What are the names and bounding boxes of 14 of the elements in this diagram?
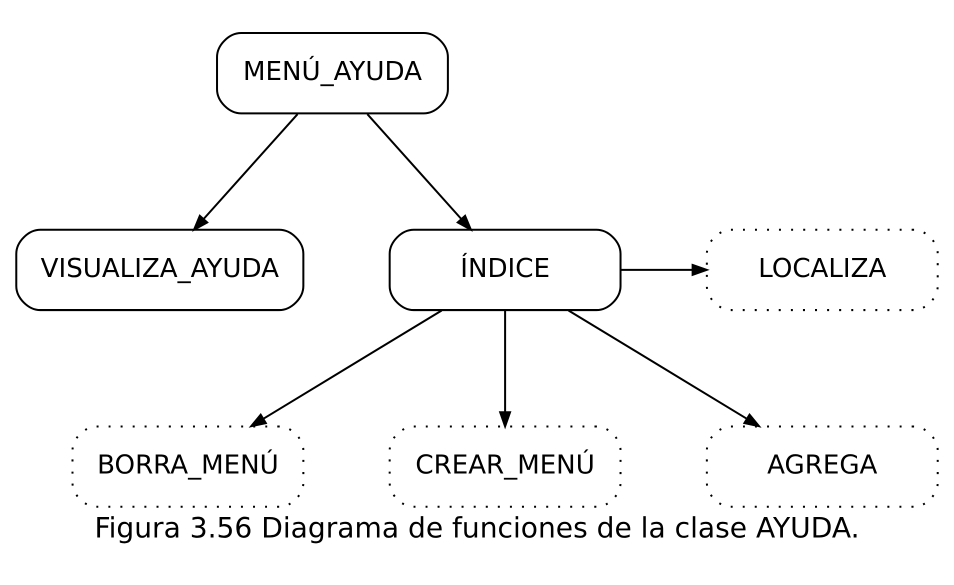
arrow — [192, 113, 298, 232]
arrow — [568, 309, 762, 428]
node-box: VISUALIZA_AYUDA — [15, 228, 304, 311]
node-box: MENÚ_AYUDA — [216, 32, 449, 114]
caption: Figura 3.56 Diagrama de funciones de la clase AYUDA. — [94, 510, 860, 544]
arrow — [366, 113, 473, 232]
node-box: BORRA_MENÚ — [71, 425, 304, 508]
node-box: CREAR_MENÚ — [388, 425, 622, 508]
node-box: AGREGA — [706, 425, 939, 508]
arrow — [498, 310, 512, 429]
arrow — [248, 309, 442, 428]
node-box: ÍNDICE — [388, 228, 622, 311]
arrow — [620, 263, 710, 276]
node-box: LOCALIZA — [706, 228, 939, 311]
